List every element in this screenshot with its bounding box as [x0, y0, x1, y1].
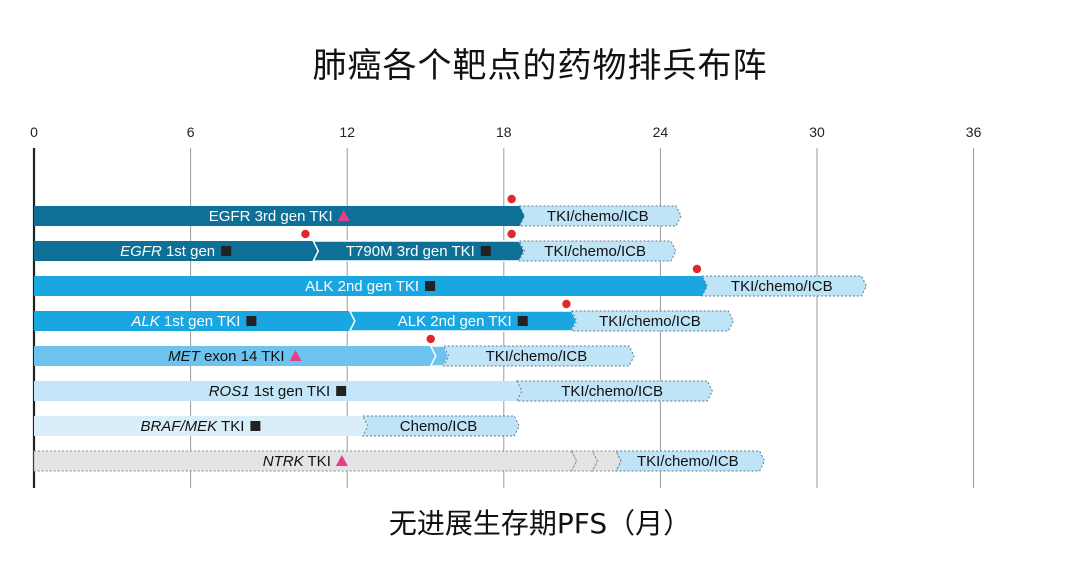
bar-label: TKI/chemo/ICB	[486, 348, 588, 365]
bar-label: EGFR 1st gen	[120, 243, 215, 260]
x-tick-label: 24	[653, 124, 669, 140]
bar-segment	[570, 310, 734, 332]
bar-label-part: BRAF/MEK	[140, 418, 218, 435]
bar-label-part: TKI/chemo/ICB	[547, 208, 649, 225]
bar-label: TKI/chemo/ICB	[731, 278, 833, 295]
bar-label-part: T790M 3rd gen TKI	[346, 243, 475, 260]
bar-label: TKI/chemo/ICB	[544, 243, 646, 260]
triangle-marker-icon	[337, 210, 350, 221]
bar-label-part: TKI/chemo/ICB	[544, 243, 646, 260]
bar-label-part: 1st gen	[162, 243, 215, 260]
triangle-marker-icon	[289, 350, 302, 361]
square-marker-icon	[250, 421, 261, 431]
bar-label-part: NTRK	[263, 453, 305, 470]
progression-dot-icon	[301, 229, 310, 239]
bar-segment	[34, 206, 525, 226]
bar-segment	[33, 450, 578, 472]
square-marker-icon	[246, 316, 257, 326]
x-tick-label: 18	[496, 124, 512, 140]
triangle-marker-icon	[335, 455, 348, 466]
square-marker-icon	[425, 281, 436, 291]
bar-label: EGFR 3rd gen TKI	[209, 208, 333, 225]
bar-label-part: 1st gen TKI	[250, 383, 331, 400]
bar-label-part: EGFR	[120, 243, 162, 260]
bar-label-part: TKI	[217, 418, 244, 435]
bar-label: NTRK TKI	[263, 453, 331, 470]
square-marker-icon	[221, 246, 232, 256]
square-marker-icon	[517, 316, 528, 326]
bar-label: TKI/chemo/ICB	[599, 313, 701, 330]
bar-label-part: EGFR 3rd gen TKI	[209, 208, 333, 225]
bar-segment	[516, 380, 713, 402]
bar-label-part: MET	[168, 348, 202, 365]
bar-label: TKI/chemo/ICB	[547, 208, 649, 225]
bar-segment	[362, 415, 520, 437]
bar-label-part: ALK	[130, 313, 160, 330]
progression-dot-icon	[426, 334, 435, 344]
bar-label: TKI/chemo/ICB	[637, 453, 739, 470]
bar-label-part: TKI/chemo/ICB	[561, 383, 663, 400]
bar-segment	[518, 205, 682, 227]
bar-segment	[34, 241, 319, 261]
chart-title: 肺癌各个靶点的药物排兵布阵	[312, 46, 768, 86]
bar-segment	[34, 346, 436, 366]
x-axis-label: 无进展生存期PFS（月）	[388, 507, 692, 540]
bar-segment	[34, 311, 355, 331]
bar-segment	[442, 345, 635, 367]
bar-segment	[34, 416, 368, 436]
bar-label: ALK 2nd gen TKI	[398, 313, 512, 330]
bar-label: T790M 3rd gen TKI	[346, 243, 475, 260]
bar-label-part: TKI/chemo/ICB	[637, 453, 739, 470]
x-tick-label: 6	[187, 124, 195, 140]
bar-label-part: Chemo/ICB	[400, 418, 478, 435]
bar-label: TKI/chemo/ICB	[561, 383, 663, 400]
x-tick-label: 0	[30, 124, 38, 140]
bar-segment	[34, 276, 708, 296]
bar-label: ALK 2nd gen TKI	[305, 278, 419, 295]
bar-label-part: ROS1	[209, 383, 250, 400]
bar-segment	[615, 450, 766, 472]
x-tick-label: 36	[966, 124, 982, 140]
bar-label: Chemo/ICB	[400, 418, 478, 435]
x-tick-label: 30	[809, 124, 825, 140]
bar-label: ROS1 1st gen TKI	[209, 383, 330, 400]
bar-label-part: 1st gen TKI	[160, 313, 241, 330]
bar-label-part: TKI/chemo/ICB	[599, 313, 701, 330]
progression-dot-icon	[507, 229, 516, 239]
bar-label: MET exon 14 TKI	[168, 348, 284, 365]
progression-dot-icon	[562, 299, 571, 309]
bar-segment	[701, 275, 867, 297]
bar-label-part: ALK 2nd gen TKI	[305, 278, 419, 295]
bar-segment	[34, 381, 522, 401]
bar-label-part: exon 14 TKI	[200, 348, 285, 365]
bar-segment	[518, 240, 677, 262]
bar-label-part: ALK 2nd gen TKI	[398, 313, 512, 330]
bar-label-part: TKI/chemo/ICB	[731, 278, 833, 295]
bar-label: ALK 1st gen TKI	[130, 313, 240, 330]
x-tick-label: 12	[339, 124, 355, 140]
bar-label-part: TKI/chemo/ICB	[486, 348, 588, 365]
square-marker-icon	[480, 246, 491, 256]
bar-label-part: TKI	[304, 453, 331, 470]
progression-dot-icon	[507, 194, 516, 204]
progression-dot-icon	[692, 264, 702, 274]
square-marker-icon	[336, 386, 347, 396]
bar-label: BRAF/MEK TKI	[140, 418, 244, 435]
